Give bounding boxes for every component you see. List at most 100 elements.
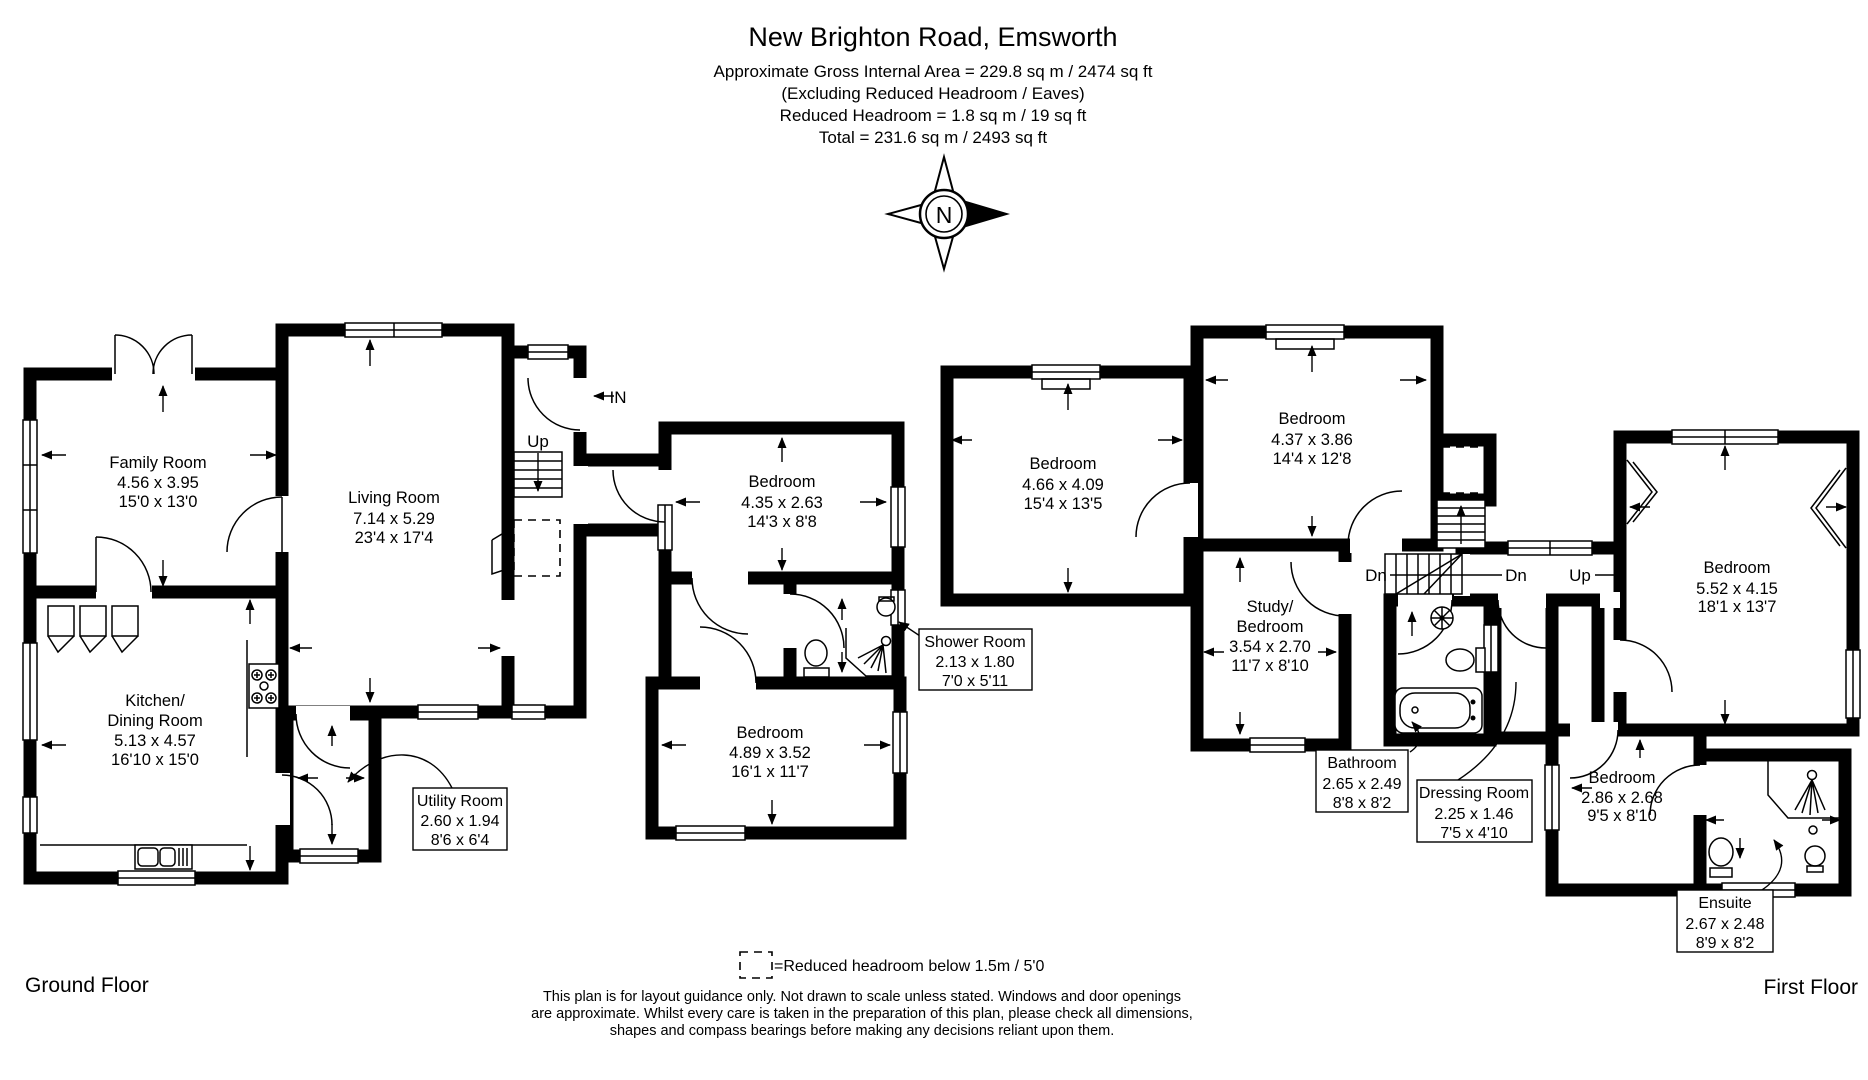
room-name: Utility Room: [417, 793, 503, 810]
stairs-down-right-label: Dn: [1505, 566, 1527, 585]
door-arc: [1347, 490, 1403, 546]
header: New Brighton Road, Emsworth Approximate …: [714, 22, 1153, 147]
door-arc: [691, 577, 749, 635]
disclaimer-line: This plan is for layout guidance only. N…: [543, 989, 1181, 1005]
reduced-headroom-icon: [739, 951, 773, 979]
room-label-bedroom-ground-rear: Bedroom 4.89 x 3.52 16'1 x 11'7: [729, 724, 811, 781]
toilet-icon: [803, 639, 830, 678]
door-arc: [1619, 639, 1673, 693]
header-excluding-line: (Excluding Reduced Headroom / Eaves): [781, 84, 1084, 103]
first-floor-label: First Floor: [1764, 976, 1859, 999]
room-label-bedroom-first-top: Bedroom 4.37 x 3.86 14'4 x 12'8: [1271, 410, 1353, 468]
room-imperial: 8'6 x 6'4: [431, 832, 490, 849]
stairs-up-label: Up: [527, 432, 549, 451]
window: [892, 711, 908, 774]
room-imperial: 15'0 x 13'0: [119, 493, 198, 511]
label-box-bathroom: Bathroom 2.65 x 2.49 8'8 x 8'2: [1315, 721, 1423, 813]
window: [1031, 364, 1101, 390]
entrance-in-label: IN: [610, 388, 627, 407]
basin-icon: [1804, 845, 1826, 873]
shower-room-fixtures: [803, 596, 896, 678]
door-arc: [1497, 599, 1547, 649]
room-metric: 3.54 x 2.70: [1229, 638, 1311, 656]
room-name: Bedroom: [1030, 455, 1097, 473]
room-name: Bedroom: [737, 724, 804, 742]
window: [1265, 324, 1345, 350]
room-label-bedroom-first-left: Bedroom 4.66 x 4.09 15'4 x 13'5: [1022, 455, 1104, 513]
light-icon: [1430, 606, 1454, 630]
room-name: Kitchen/: [125, 692, 185, 710]
room-label-bedroom-first-small: Bedroom 2.86 x 2.68 9'5 x 8'10: [1581, 769, 1663, 825]
reduced-headroom-area: [513, 519, 561, 577]
door-arc: [95, 536, 152, 593]
room-metric: 2.86 x 2.68: [1581, 789, 1663, 807]
window: [890, 486, 906, 548]
door-arc: [281, 774, 333, 826]
door-arc: [699, 626, 757, 684]
room-imperial: 23'4 x 17'4: [355, 529, 434, 547]
room-name: Bedroom: [1704, 559, 1771, 577]
room-name: Shower Room: [924, 634, 1025, 651]
window: [1671, 429, 1779, 445]
room-name: Study/: [1247, 598, 1294, 616]
room-label-bedroom-first-right: Bedroom 5.52 x 4.15 18'1 x 13'7: [1696, 559, 1778, 616]
page-title: New Brighton Road, Emsworth: [748, 22, 1117, 52]
window: [117, 870, 196, 886]
shower-icon: [1767, 760, 1840, 835]
window: [417, 704, 479, 720]
room-label-study-bedroom: Study/ Bedroom 3.54 x 2.70 11'7 x 8'10: [1229, 598, 1311, 675]
bath-icon: [1394, 687, 1483, 734]
room-name: Dressing Room: [1419, 785, 1529, 802]
ground-floor-walls: [23, 323, 907, 885]
hob-icon: [248, 663, 280, 709]
door-arc: [1135, 482, 1191, 538]
window: [22, 796, 38, 834]
room-name: Dining Room: [107, 712, 202, 730]
toilet-icon: [1445, 647, 1486, 673]
room-name: Bedroom: [1279, 410, 1346, 428]
basin-icon: [876, 596, 896, 617]
room-metric: 4.37 x 3.86: [1271, 431, 1353, 449]
french-doors: [114, 334, 193, 375]
room-name: Bedroom: [1589, 769, 1656, 787]
room-metric: 4.35 x 2.63: [741, 494, 823, 512]
ground-floor-label: Ground Floor: [25, 974, 149, 997]
door-arc: [1397, 599, 1453, 655]
room-imperial: 18'1 x 13'7: [1698, 598, 1777, 616]
header-reduced-line: Reduced Headroom = 1.8 sq m / 19 sq ft: [780, 106, 1087, 125]
room-imperial: 14'4 x 12'8: [1273, 450, 1352, 468]
door-arc: [789, 593, 845, 649]
room-imperial: 15'4 x 13'5: [1024, 495, 1103, 513]
room-name: Living Room: [348, 489, 440, 507]
room-label-family: Family Room 4.56 x 3.95 15'0 x 13'0: [109, 454, 206, 511]
compass-north-label: N: [936, 202, 953, 228]
door-arc: [527, 377, 581, 431]
room-imperial: 16'1 x 11'7: [731, 763, 809, 781]
stairs-up-first-label: Up: [1569, 566, 1591, 585]
door-arc: [612, 469, 666, 523]
room-label-kitchen: Kitchen/ Dining Room 5.13 x 4.57 16'10 x…: [107, 692, 202, 769]
disclaimer-line: shapes and compass bearings before makin…: [610, 1023, 1115, 1039]
room-imperial: 8'9 x 8'2: [1696, 935, 1755, 952]
room-metric: 2.13 x 1.80: [935, 654, 1014, 671]
entrance: IN: [593, 388, 627, 407]
dimension-arrows: [41, 339, 1847, 871]
disclaimer-line: are approximate. Whilst every care is ta…: [531, 1006, 1193, 1022]
window: [1845, 649, 1861, 719]
room-metric: 5.13 x 4.57: [114, 732, 196, 750]
stairs-down-left-label: Dn: [1365, 566, 1387, 585]
room-imperial: 7'0 x 5'11: [942, 673, 1008, 690]
label-box-shower-room: Shower Room 2.13 x 1.80 7'0 x 5'11: [898, 621, 1033, 691]
room-label-living: Living Room 7.14 x 5.29 23'4 x 17'4: [348, 489, 440, 547]
room-metric: 4.66 x 4.09: [1022, 476, 1104, 494]
room-metric: 2.60 x 1.94: [420, 813, 499, 830]
room-name: Family Room: [109, 454, 206, 472]
window: [22, 642, 38, 741]
bathroom-fixtures: [1394, 606, 1486, 734]
window: [22, 419, 38, 554]
toilet-icon: [1708, 837, 1734, 878]
door-arc: [295, 713, 351, 769]
window: [1507, 540, 1593, 556]
room-metric: 4.56 x 3.95: [117, 474, 199, 492]
